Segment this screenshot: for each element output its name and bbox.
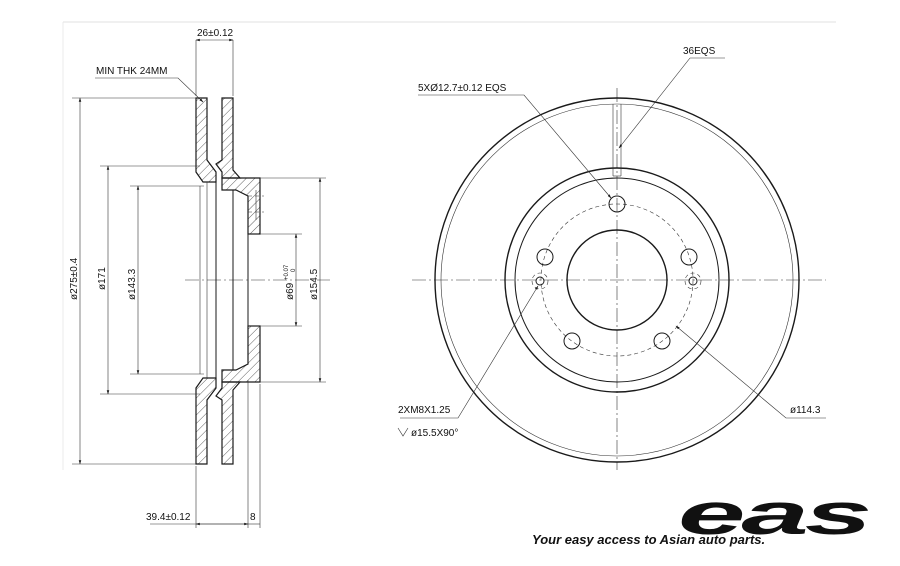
bolt-pitch-circle	[540, 203, 694, 357]
diameter-143-dimension: ø143.3	[127, 268, 138, 300]
threaded-hole-chamfer	[684, 272, 702, 290]
center-bore-tolerance-lower: 0	[291, 268, 297, 272]
hat-outer-circle	[504, 167, 730, 393]
threaded-holes-label: 2XM8X1.25	[398, 405, 451, 416]
bolt-hole	[563, 332, 581, 350]
hat-diameter-dimension: ø154.5	[309, 268, 320, 300]
center-bore-circle	[566, 229, 668, 331]
eas-logo: eas	[678, 494, 872, 540]
lower-friction-plate-outer	[195, 377, 217, 465]
bolt-holes	[536, 195, 698, 350]
upper-friction-plate-inner	[215, 97, 242, 179]
threaded-hole-chamfer	[531, 272, 549, 290]
min-thickness-label: MIN THK 24MM	[96, 66, 168, 77]
bolt-hole	[653, 332, 671, 350]
chamfer-label: ø15.5X90°	[411, 428, 458, 439]
thickness-dimension: 26±0.12	[197, 28, 234, 39]
bolt-holes-label: 5XØ12.7±0.12 EQS	[418, 83, 507, 94]
bolt-hole	[536, 248, 554, 266]
side-section-view	[185, 97, 330, 465]
eas-logo-text: eas	[678, 494, 870, 540]
pitch-circle-label: ø114.3	[790, 405, 821, 416]
bolt-hole	[680, 248, 698, 266]
frame	[62, 21, 836, 470]
center-bore-tolerance: +0.07	[284, 264, 290, 280]
outer-disc-chamfer	[440, 103, 794, 457]
hat-step-circle	[514, 177, 720, 383]
brand-tagline: Your easy access to Asian auto parts.	[532, 532, 766, 547]
upper-friction-plate-outer	[195, 97, 217, 183]
front-annotations: 36EQS 5XØ12.7±0.12 EQS 2XM8X1.25 ø15.5X9…	[397, 46, 826, 439]
threaded-holes	[531, 272, 702, 290]
bolt-hole	[608, 195, 626, 213]
outer-disc-edge	[434, 97, 800, 463]
diameter-171-dimension: ø171	[97, 267, 108, 290]
lower-hat-flange	[221, 325, 261, 383]
threaded-hole	[688, 276, 698, 286]
front-view	[412, 88, 826, 470]
center-bore-dimension: ø69	[285, 282, 296, 300]
lower-friction-plate-inner	[215, 381, 242, 465]
outer-diameter-dimension: ø275±0.4	[69, 257, 80, 300]
hat-depth-dimension: 8	[250, 512, 256, 523]
side-dimensions: 26±0.12 MIN THK 24MM ø275±0.4 ø171 ø143.…	[69, 28, 326, 528]
offset-dimension: 39.4±0.12	[146, 512, 191, 523]
upper-hat-flange	[221, 177, 261, 235]
vent-count-label: 36EQS	[683, 46, 716, 57]
threaded-hole	[535, 276, 545, 286]
